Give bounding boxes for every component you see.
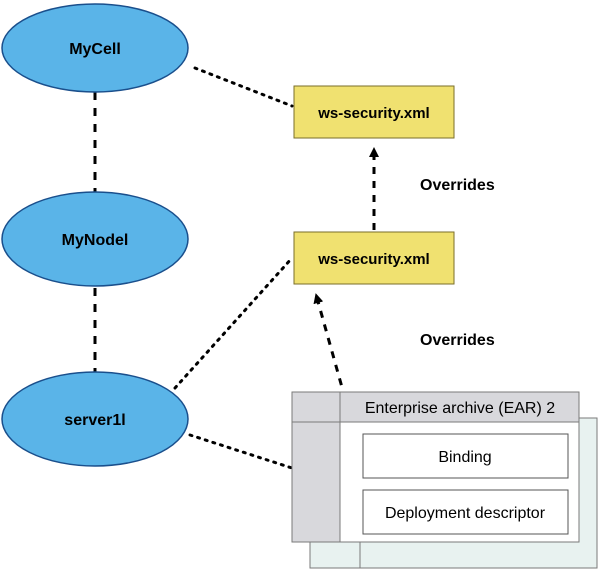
overrides-label-lower: Overrides (420, 332, 495, 349)
ear-back-tab (309, 539, 361, 569)
xml-box-cell-label: ws-security.xml (317, 105, 429, 122)
xml-box-server-label: ws-security.xml (317, 251, 429, 268)
mynode-label: MyNodel (62, 232, 129, 249)
mynode-ellipse (1, 191, 189, 287)
cell-to-xml-connector (193, 66, 294, 108)
server-to-ear-connector (188, 433, 294, 470)
mycell-ellipse (1, 3, 189, 93)
node-mycell: MyCell (1, 3, 189, 93)
deployment-descriptor-box (362, 489, 569, 535)
node-server: server1l (1, 371, 189, 467)
xml-box-server: ws-security.xml (293, 231, 455, 285)
server-label: server1l (64, 412, 125, 429)
binding-box (362, 433, 569, 479)
mycell-label: MyCell (69, 41, 121, 58)
server-to-xml-connector (173, 256, 294, 390)
server-ellipse (1, 371, 189, 467)
ear-title: Enterprise archive (EAR) 2 (365, 400, 555, 417)
overrides-label-upper: Overrides (420, 177, 495, 194)
deployment-descriptor-label: Deployment descriptor (385, 505, 546, 522)
xml-box-server-rect (293, 231, 455, 285)
ear-archive: Enterprise archive (EAR) 2 Binding Deplo… (291, 391, 598, 569)
binding-label: Binding (438, 449, 491, 466)
xml-box-cell: ws-security.xml (293, 85, 455, 139)
xml-box-cell-rect (293, 85, 455, 139)
node-mynode: MyNodel (1, 191, 189, 287)
